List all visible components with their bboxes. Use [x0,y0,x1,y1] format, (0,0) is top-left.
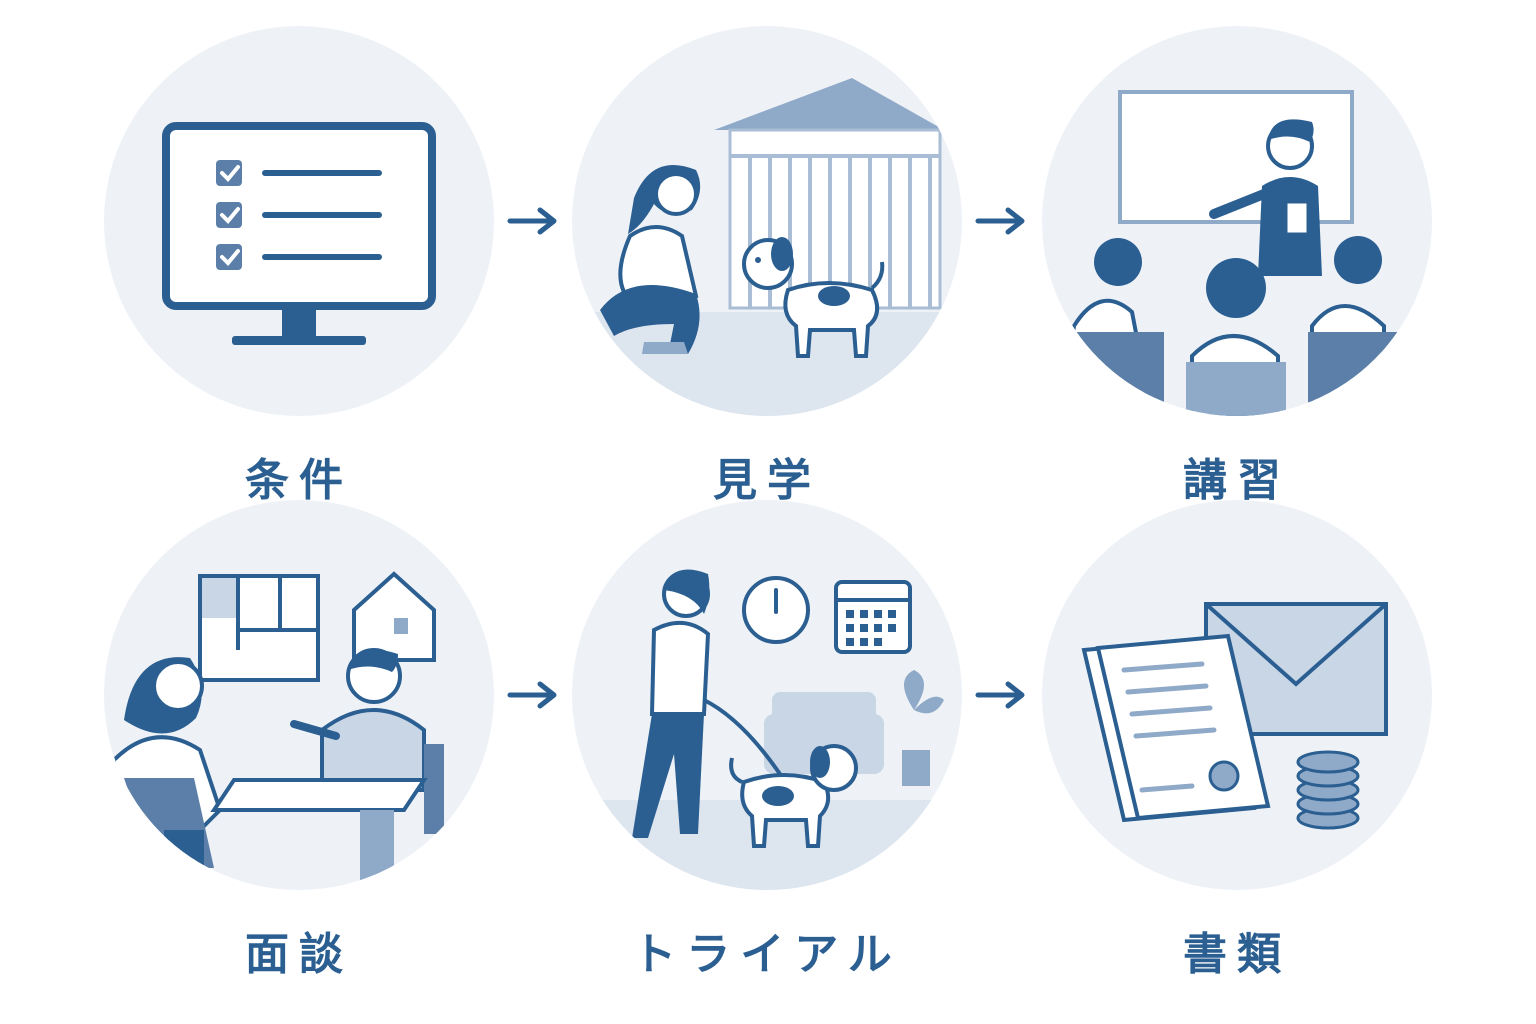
step-label: 条件 [245,455,353,506]
arrow-right-icon [507,681,557,709]
lecture-icon [1059,90,1408,416]
step-label: 面談 [245,929,353,980]
step-label: 見学 [713,455,821,506]
shelter-visit-icon [572,78,962,416]
documents-icon [1081,602,1388,830]
step-visit-illustration [572,26,962,416]
step-lecture: 講習 [1042,26,1432,506]
step-label: 講習 [1183,455,1291,506]
step-lecture-illustration [1042,26,1432,416]
trial-walk-icon [572,569,962,890]
step-trial-illustration [572,500,962,890]
step-trial: トライアル [572,500,962,980]
step-interview-illustration [104,500,494,890]
arrow-right-icon [975,207,1025,235]
checklist-monitor-icon [162,122,436,345]
step-conditions: 条件 [104,26,494,506]
arrow-right-icon [507,207,557,235]
step-label: 書類 [1183,929,1291,980]
step-documents-illustration [1042,500,1432,890]
interview-icon [107,571,444,890]
step-label: トライアル [632,929,902,980]
step-visit: 見学 [572,26,962,506]
step-interview: 面談 [104,500,494,980]
step-documents: 書類 [1042,500,1432,980]
arrow-right-icon [975,681,1025,709]
step-conditions-illustration [104,26,494,416]
